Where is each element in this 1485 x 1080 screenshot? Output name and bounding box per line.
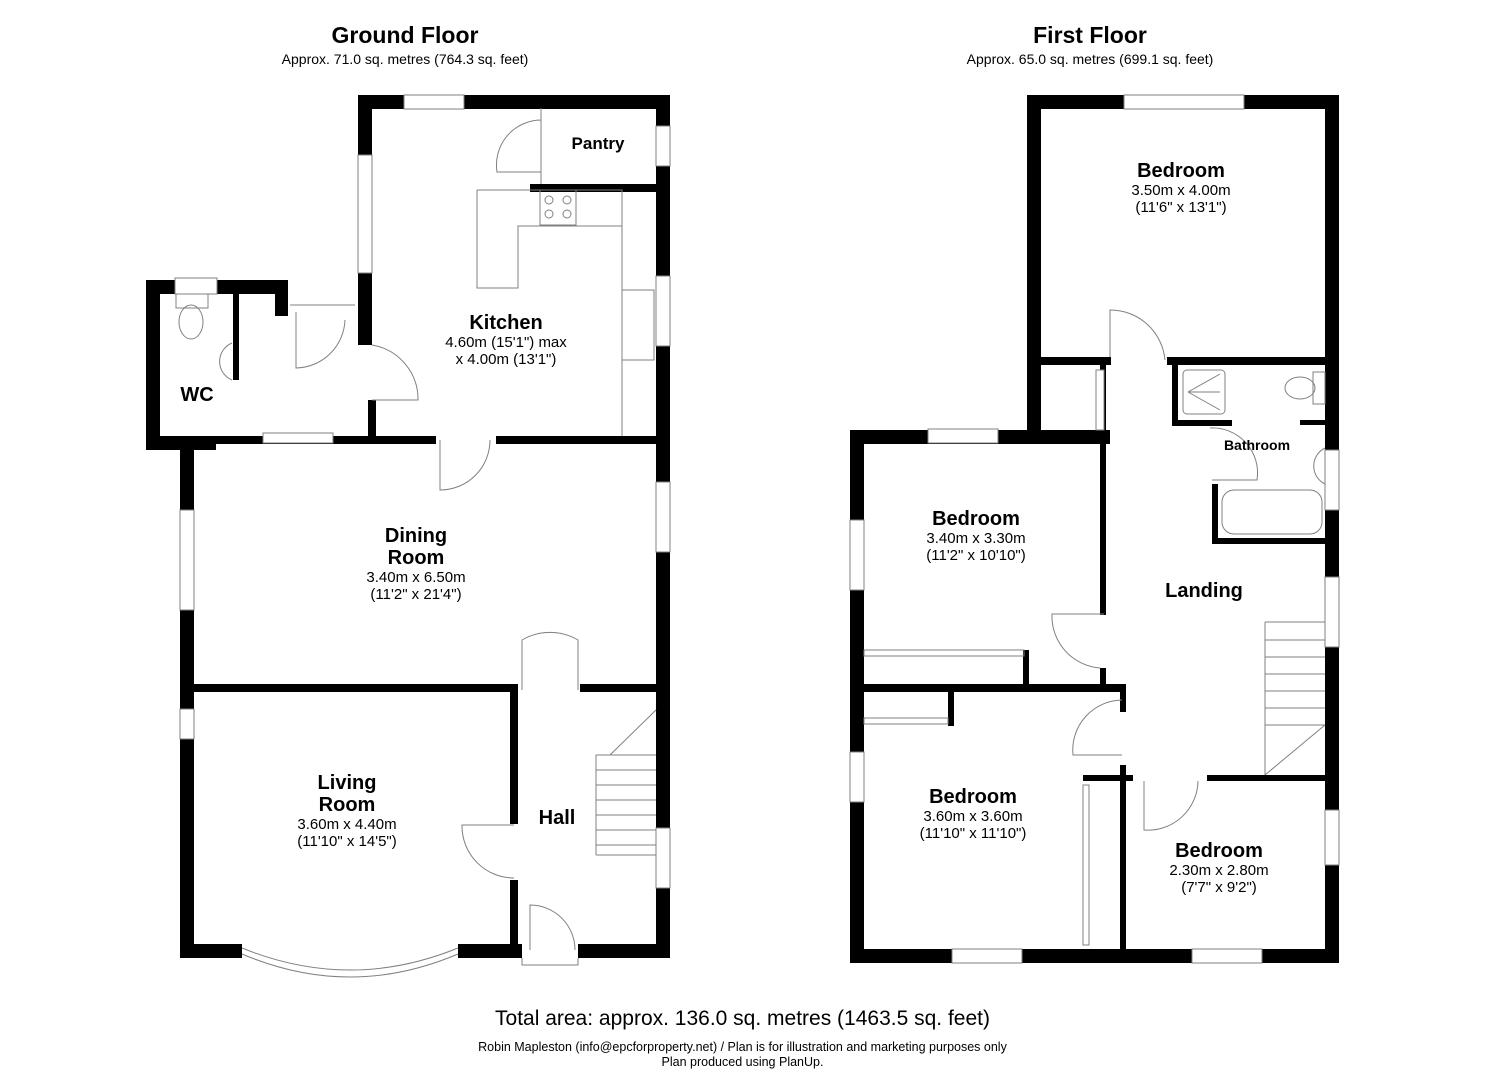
room-label-bathroom: Bathroom	[1224, 437, 1290, 453]
room-name: Pantry	[571, 134, 625, 153]
room-name: Bedroom	[1175, 840, 1263, 862]
room-dimensions: 3.50m x 4.00m	[1131, 182, 1231, 199]
room-label-hall: Hall	[539, 807, 576, 829]
first-floor-area: Approx. 65.0 sq. metres (699.1 sq. feet)	[966, 51, 1214, 67]
room-name: Bathroom	[1223, 437, 1291, 453]
room-label-landing: Landing	[1165, 580, 1243, 602]
room-dimensions: 2.30m x 2.80m	[1169, 862, 1269, 879]
room-label-dining-room: Dining Room 3.40m x 6.50m (11'2" x 21'4"…	[366, 525, 465, 603]
room-name: Hall	[538, 807, 576, 829]
ground-floor-title: Ground Floor	[331, 22, 479, 48]
ground-floor-details	[174, 94, 671, 978]
room-label-pantry: Pantry	[572, 134, 625, 153]
room-label-bedroom-3: Bedroom 3.60m x 3.60m (11'10" x 11'10")	[920, 786, 1027, 842]
room-name: Landing	[1165, 580, 1243, 602]
room-name: Dining	[384, 525, 448, 547]
room-dimensions-imperial: (11'2" x 21'4")	[370, 586, 462, 603]
room-name: Bedroom	[1137, 160, 1225, 182]
room-dimensions: 3.60m x 3.60m	[923, 808, 1023, 825]
room-name: Living	[317, 772, 377, 794]
credit-text: Robin Mapleston (info@epcforproperty.net…	[0, 1040, 1485, 1070]
room-label-bedroom-2: Bedroom 3.40m x 3.30m (11'2" x 10'10")	[926, 508, 1026, 564]
room-label-living-room: Living Room 3.60m x 4.40m (11'10" x 14'5…	[297, 772, 397, 850]
room-dimensions: 3.40m x 6.50m	[366, 569, 466, 586]
ground-floor-area: Approx. 71.0 sq. metres (764.3 sq. feet)	[281, 51, 529, 67]
room-name: Bedroom	[932, 508, 1020, 530]
credit-line-1: Robin Mapleston (info@epcforproperty.net…	[478, 1040, 1007, 1054]
room-name-line2: Room	[387, 547, 445, 569]
room-dimensions: 3.60m x 4.40m	[297, 816, 397, 833]
room-label-bedroom-4: Bedroom 2.30m x 2.80m (7'7" x 9'2")	[1169, 840, 1268, 896]
room-label-bedroom-1: Bedroom 3.50m x 4.00m (11'6" x 13'1")	[1131, 160, 1230, 216]
first-floor-title: First Floor	[1033, 22, 1147, 48]
room-name-line2: Room	[318, 794, 376, 816]
room-dimensions-imperial: x 4.00m (13'1")	[455, 351, 557, 368]
room-dimensions-imperial: (11'6" x 13'1")	[1135, 199, 1227, 216]
room-name: Kitchen	[469, 312, 543, 334]
first-floor-details	[849, 94, 1340, 964]
room-dimensions: 4.60m (15'1") max	[445, 334, 567, 351]
room-dimensions: 3.40m x 3.30m	[926, 530, 1026, 547]
room-label-wc: WC	[180, 384, 213, 406]
room-name: Bedroom	[929, 786, 1017, 808]
total-area: Total area: approx. 136.0 sq. metres (14…	[495, 1007, 990, 1030]
room-dimensions-imperial: (11'10" x 14'5")	[297, 833, 397, 850]
room-label-kitchen: Kitchen 4.60m (15'1") max x 4.00m (13'1"…	[445, 312, 567, 368]
room-dimensions-imperial: (7'7" x 9'2")	[1181, 879, 1257, 896]
room-dimensions-imperial: (11'10" x 11'10")	[919, 825, 1027, 842]
room-name: WC	[180, 384, 214, 406]
credit-line-2: Plan produced using PlanUp.	[661, 1055, 824, 1069]
room-dimensions-imperial: (11'2" x 10'10")	[926, 547, 1026, 564]
